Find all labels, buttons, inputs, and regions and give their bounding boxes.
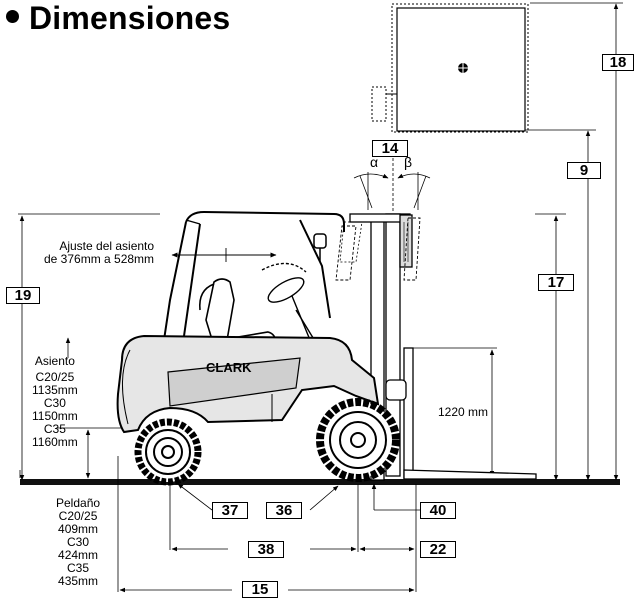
dim-18-box: 18 — [602, 54, 634, 71]
dim-22-box: 22 — [420, 541, 456, 558]
fork — [385, 347, 537, 480]
fork-height-label: 1220 mm — [436, 405, 491, 419]
dim-17-box: 17 — [538, 274, 574, 291]
dim-15-box: 15 — [242, 581, 278, 598]
dim-14-box: 14 — [372, 140, 408, 157]
ground-line — [20, 479, 620, 485]
dim-19-box: 19 — [6, 287, 40, 304]
load-box-top-view — [371, 3, 529, 133]
truck-body — [116, 334, 380, 434]
alpha-label: α — [370, 154, 379, 170]
seat-height-list: Asiento C20/25 1135mm C30 1150mm C35 116… — [32, 354, 78, 449]
beta-label: β — [404, 154, 413, 170]
front-wheel — [316, 398, 400, 482]
dim-9-box: 9 — [567, 162, 601, 179]
dim-37-box: 37 — [212, 502, 248, 519]
brand-logo: CLARK — [206, 360, 252, 375]
seat-adjust-label: Ajuste del asiento de 376mm a 528mm — [44, 239, 155, 266]
rear-wheel — [134, 418, 202, 486]
dim-38-box: 38 — [248, 541, 284, 558]
bullet-icon — [6, 10, 19, 24]
dim-40-box: 40 — [420, 502, 456, 519]
overhead-guard — [163, 210, 345, 341]
dim-36-box: 36 — [266, 502, 302, 519]
page-title: Dimensiones — [6, 0, 230, 37]
step-height-list: Peldaño C20/25 409mm C30 424mm C35 435mm — [56, 496, 101, 588]
tilt-angle-indicator — [353, 158, 431, 212]
